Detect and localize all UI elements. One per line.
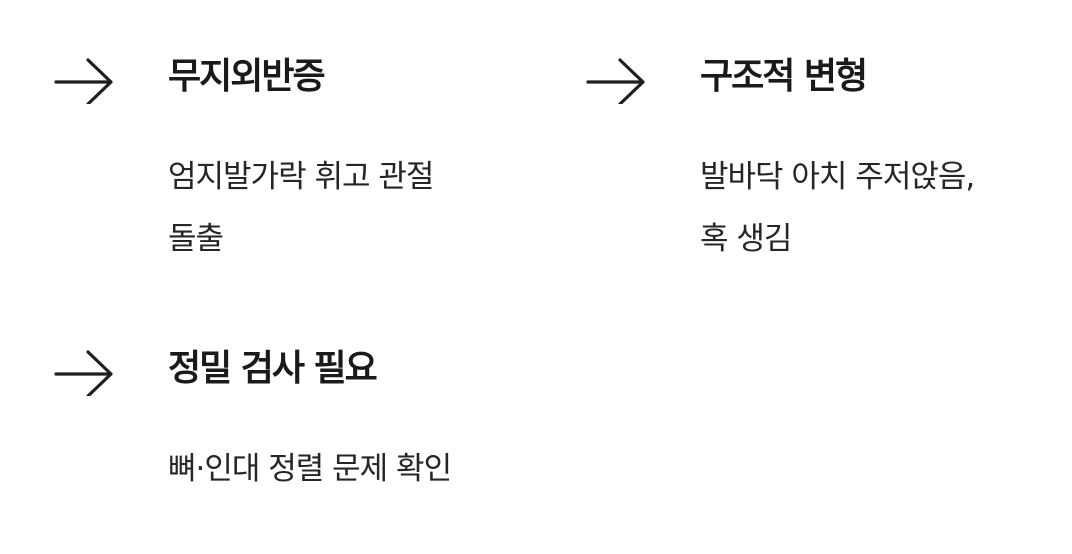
item-title: 무지외반증 [168, 56, 326, 97]
item-title: 구조적 변형 [700, 56, 868, 97]
arrow-right-icon [54, 52, 114, 104]
item-title: 정밀 검사 필요 [168, 348, 378, 389]
item-description: 발바닥 아치 주저앉음, 혹 생김 [700, 146, 1050, 270]
description-line: 뼈·인대 정렬 문제 확인 [168, 451, 452, 487]
item-description: 엄지발가락 휘고 관절 돌출 [168, 146, 518, 270]
arrow-right-icon [586, 52, 646, 104]
arrow-right-icon [54, 344, 114, 396]
item-description: 뼈·인대 정렬 문제 확인 [168, 438, 518, 500]
description-line: 혹 생김 [700, 221, 792, 257]
description-line: 엄지발가락 휘고 관절 [168, 159, 434, 195]
description-line: 발바닥 아치 주저앉음, [700, 159, 975, 195]
description-line: 돌출 [168, 221, 224, 257]
